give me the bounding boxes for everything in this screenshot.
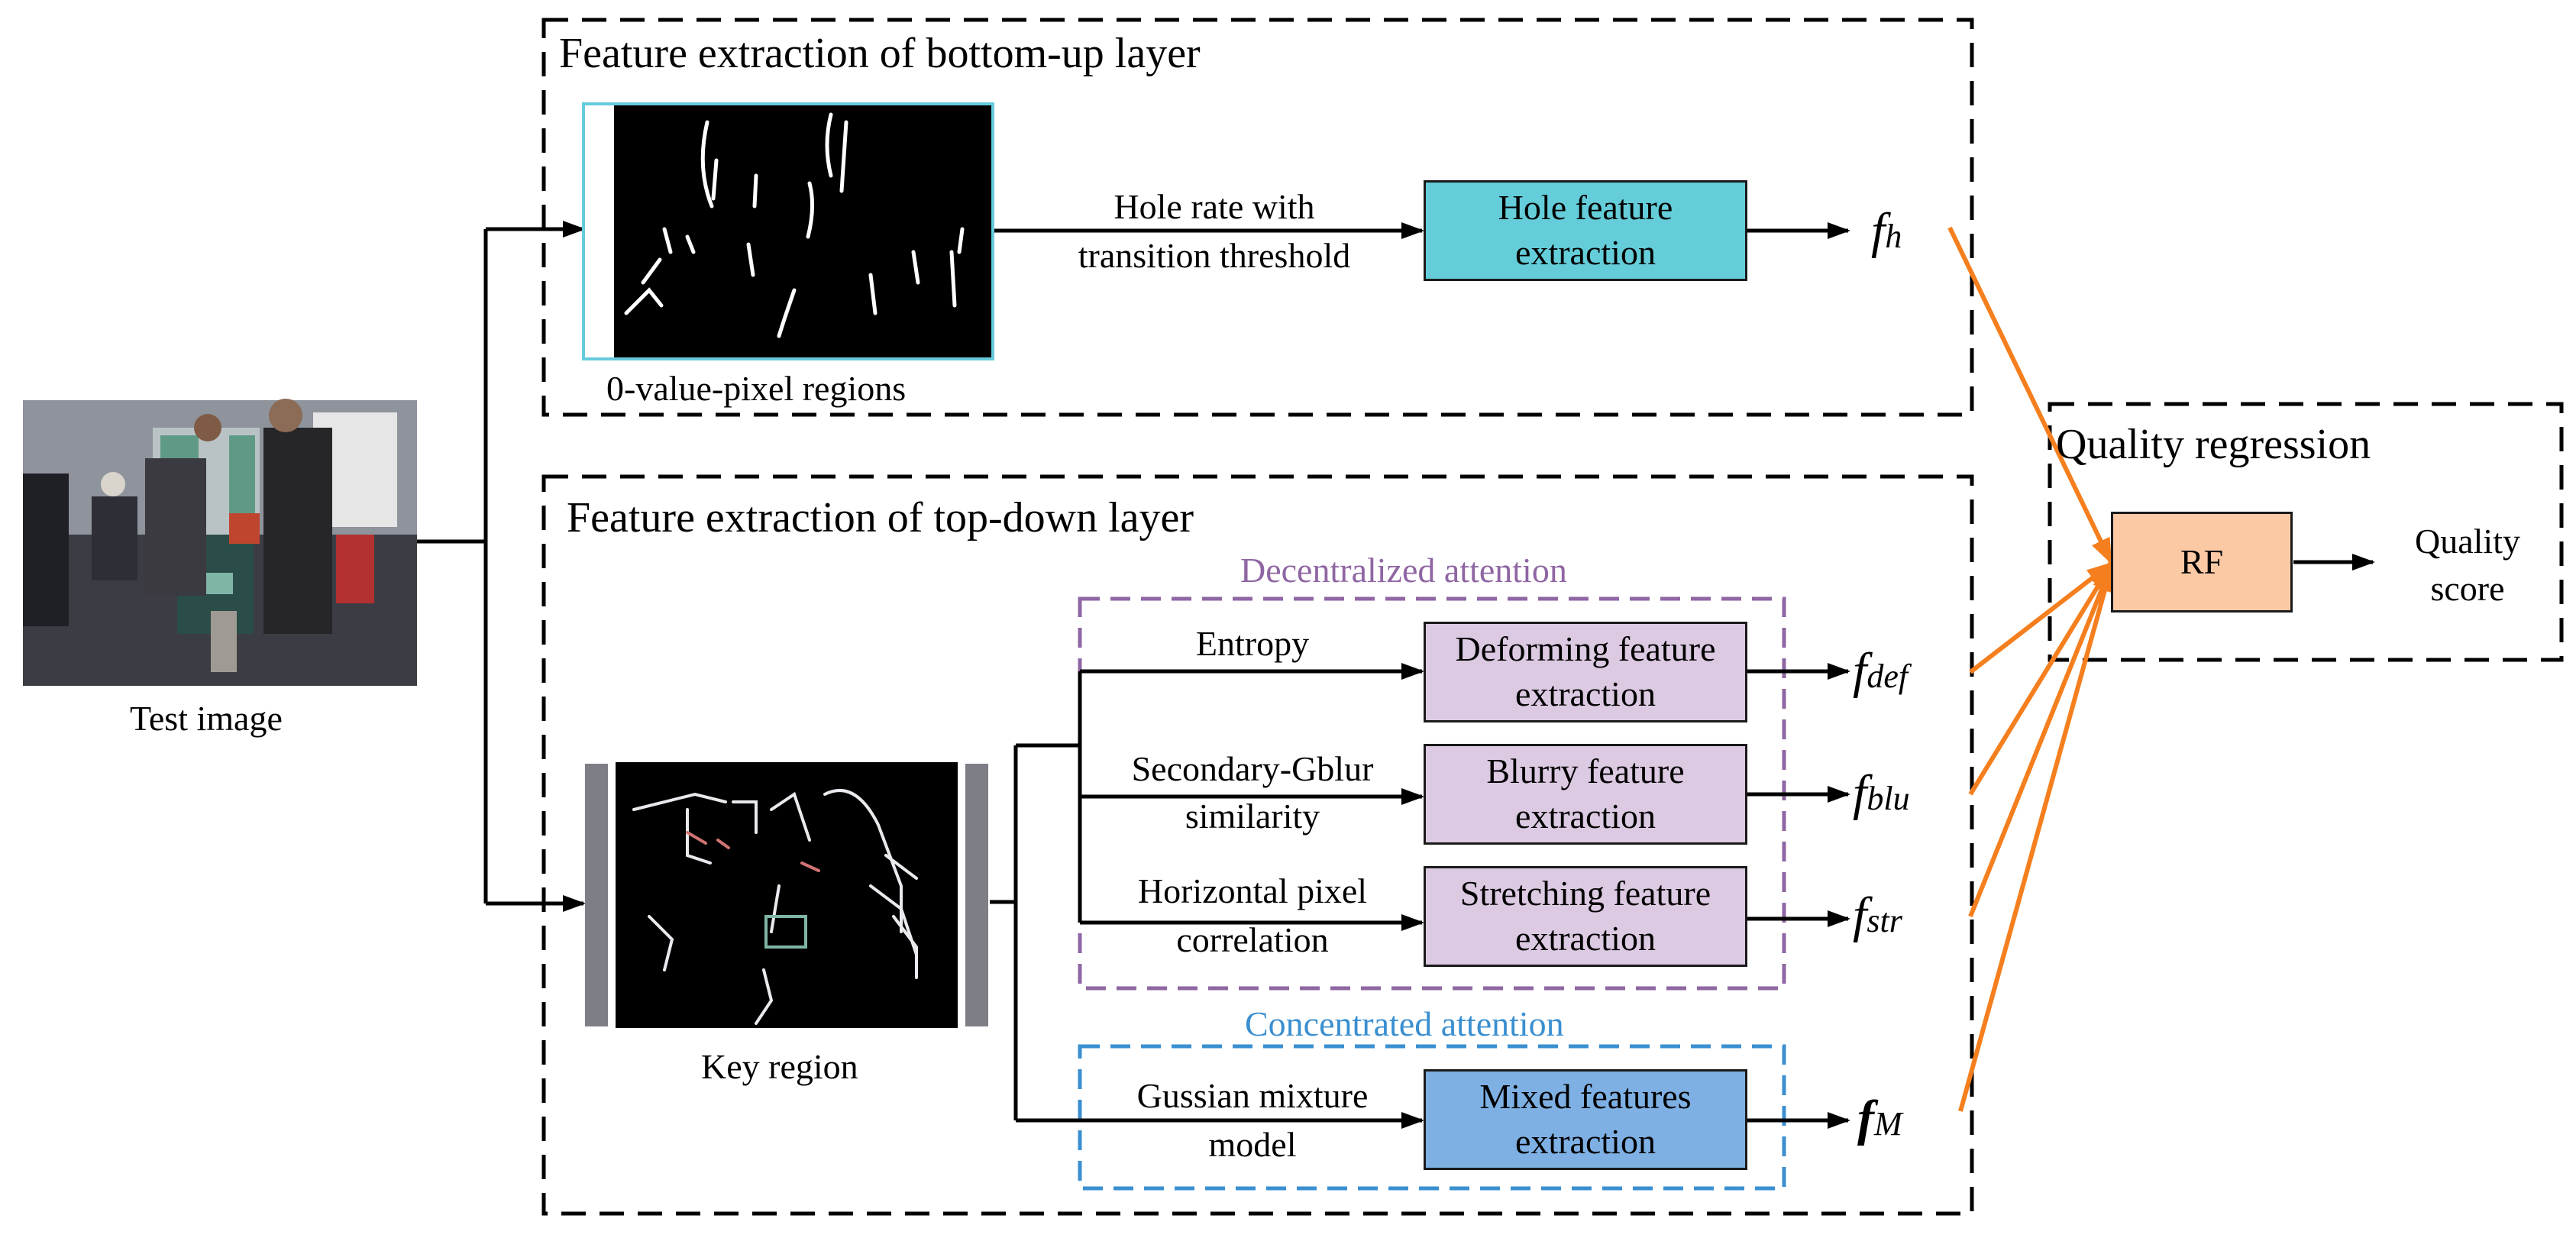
output-fm: fM	[1857, 1091, 1902, 1146]
concentrated-title: Concentrated attention	[1245, 1004, 1564, 1043]
hole-rate-label-line1: Hole rate with	[1113, 187, 1315, 226]
key-region-caption: Key region	[701, 1047, 858, 1086]
test-image-caption: Test image	[130, 699, 283, 738]
blurry-feature-line1: Blurry feature	[1486, 752, 1685, 791]
output-fh: fh	[1871, 203, 1902, 259]
key-region-image	[585, 762, 988, 1028]
hole-rate-label-line2: transition threshold	[1078, 236, 1351, 275]
orange-fdef	[1969, 561, 2113, 674]
horizontal-label-line1: Horizontal pixel	[1137, 871, 1368, 910]
orange-fm	[1958, 565, 2115, 1112]
gblur-label-line2: similarity	[1185, 797, 1320, 836]
gmm-label-line2: model	[1208, 1125, 1297, 1164]
stretching-feature-line1: Stretching feature	[1459, 874, 1711, 913]
hole-feature-line1: Hole feature	[1498, 188, 1673, 228]
bottom-up-title: Feature extraction of bottom-up layer	[559, 30, 1201, 77]
decentralized-title: Decentralized attention	[1240, 551, 1567, 590]
rf-box: RF	[2111, 512, 2293, 613]
orange-fblu	[1968, 563, 2113, 796]
bottom-up-frame	[541, 18, 1974, 417]
mixed-features-line1: Mixed features	[1479, 1077, 1692, 1117]
deforming-feature-line2: extraction	[1515, 674, 1656, 713]
entropy-label: Entropy	[1195, 624, 1310, 663]
gblur-label-line1: Secondary-Gblur	[1131, 749, 1374, 788]
output-fblu: fblu	[1853, 765, 1910, 821]
top-down-frame	[541, 474, 1974, 1216]
stretching-feature-line2: extraction	[1515, 919, 1656, 958]
hole-feature-box: Hole feature extraction	[1424, 180, 1747, 281]
regression-title: Quality regression	[2056, 421, 2371, 468]
blurry-feature-box: Blurry feature extraction	[1424, 744, 1747, 845]
hole-map-image	[582, 102, 994, 360]
orange-fstr	[1968, 564, 2113, 918]
horizontal-label-line2: correlation	[1176, 920, 1329, 959]
mixed-features-line2: extraction	[1515, 1122, 1656, 1161]
deforming-feature-line1: Deforming feature	[1455, 629, 1716, 669]
orange-fh	[1947, 226, 2113, 565]
stretching-feature-box: Stretching feature extraction	[1424, 866, 1747, 967]
rf-label: RF	[2180, 541, 2224, 581]
hole-map-caption: 0-value-pixel regions	[606, 369, 907, 408]
deforming-feature-box: Deforming feature extraction	[1424, 622, 1747, 722]
concentrated-frame	[1078, 1044, 1786, 1191]
quality-score-line1: Quality	[2415, 522, 2520, 561]
blurry-feature-line2: extraction	[1515, 797, 1656, 836]
output-fdef: fdef	[1853, 643, 1909, 699]
test-image-photo	[23, 399, 417, 686]
quality-score-line2: score	[2430, 569, 2505, 608]
gmm-label-line1: Gussian mixture	[1136, 1076, 1369, 1115]
output-fstr: fstr	[1853, 887, 1902, 943]
hole-feature-line2: extraction	[1515, 233, 1656, 272]
mixed-features-box: Mixed features extraction	[1424, 1069, 1747, 1170]
top-down-title: Feature extraction of top-down layer	[567, 494, 1194, 541]
